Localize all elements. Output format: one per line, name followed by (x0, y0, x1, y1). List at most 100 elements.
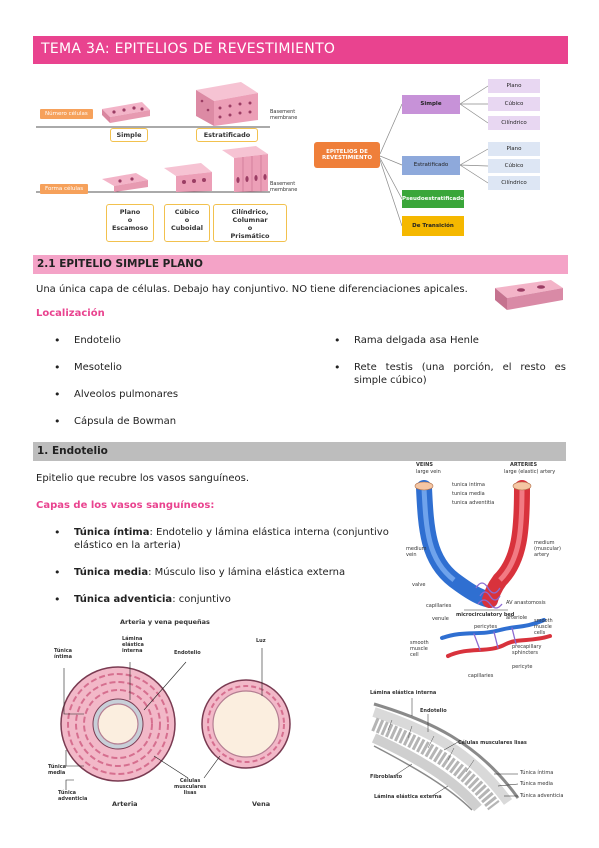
precapillary-line: precapillary (512, 644, 542, 650)
cilindrico-line: Cilíndrico, Columnar (231, 208, 269, 224)
mindmap-simple-child: Plano (488, 79, 540, 93)
cilindrico-label: Cilíndrico, Columnar o Prismático (213, 204, 287, 242)
smooth-muscle-cells-line: muscle (534, 624, 552, 630)
tunica-adventicia-label: Túnica adventicia (58, 790, 87, 802)
mindmap-pseudo: Pseudoestratificado (402, 190, 464, 208)
smooth-muscle-cell-line: muscle (410, 646, 428, 652)
mindmap-estratificado: Estratificado (402, 156, 460, 175)
rete-line: Rete testis (una porción, el resto es (354, 362, 566, 373)
list-item: Túnica adventicia: conjuntivo (36, 593, 416, 606)
cilindrico-line: Prismático (230, 232, 270, 240)
smooth-muscle-cell-line: smooth (410, 640, 429, 646)
capillaries-label: capillaries (426, 603, 452, 609)
arteriole-label: arteriole (506, 615, 528, 621)
capa-term: Túnica adventicia (74, 594, 173, 605)
lamina-externa-label: Lámina elástica externa (374, 794, 442, 800)
mindmap-estrat-child: Plano (488, 142, 540, 156)
medium-artery-line: medium (534, 540, 555, 546)
basement-membrane-label-2: Basement membrane (270, 181, 298, 193)
mindmap-simple-child: Cúbico (488, 97, 540, 111)
list-item: Cápsula de Bowman (36, 415, 296, 428)
localizacion-right-list: Rama delgada asa Henle Rete testis (una … (316, 334, 566, 387)
plano-label: Plano o Escamoso (106, 204, 154, 242)
endotelio-heading-bar: 1. Endotelio (33, 442, 566, 461)
smooth-muscle-cell-label: smooth muscle cell (410, 640, 429, 658)
mindmap: EPITELIOS DE REVESTIMIENTO Simple Estrat… (314, 76, 544, 240)
celulas-line: Células (179, 778, 201, 784)
vessel-wall-svg (371, 698, 520, 812)
list-item: Rete testis (una porción, el resto es si… (316, 361, 566, 387)
lamina-line: interna (122, 648, 143, 654)
list-item: Túnica media: Músculo liso y lámina elás… (36, 566, 416, 579)
microcirculatory-bed-label: microcirculatory bed (456, 612, 515, 618)
mindmap-connectors (379, 85, 489, 227)
arteries-label: ARTERIES (510, 462, 538, 468)
lamina-line: elástica (122, 642, 144, 648)
t-media-label: Túnica media (520, 781, 553, 787)
celulas-line: musculares (174, 784, 207, 790)
capas-heading: Capas de los vasos sanguíneos: (36, 500, 215, 511)
epithelia-types-svg (36, 82, 270, 193)
tunica-media-label: tunica media (452, 491, 485, 497)
wall-endotelio-label: Endotelio (420, 708, 447, 714)
localizacion-left-list: Endotelio Mesotelio Alveolos pulmonares … (36, 334, 296, 428)
medium-artery-line: (muscular) (534, 546, 561, 552)
arteria-label: Arteria (112, 800, 138, 808)
endotelio-label: Endotelio (174, 650, 201, 656)
arteries-sub-label: large (elastic) artery (504, 469, 556, 475)
section-heading-bar: 2.1 EPITELIO SIMPLE PLANO (33, 255, 568, 274)
mindmap-root: EPITELIOS DE REVESTIMIENTO (314, 142, 380, 168)
simple-squamous-image (495, 280, 563, 310)
t-intima-label: Túnica íntima (520, 770, 554, 776)
rete-line: simple cúbico) (354, 375, 427, 386)
stratified-layer-image (196, 82, 258, 126)
capas-list: Túnica íntima: Endotelio y lámina elásti… (36, 526, 416, 606)
smooth-muscle-cell-line: cell (410, 652, 419, 658)
pericyte-label: pericyte (512, 664, 533, 670)
plano-line: Escamoso (111, 224, 149, 232)
basement-membrane-label-1: Basement membrane (270, 109, 298, 121)
smooth-muscle-cells-line: smooth (534, 618, 553, 624)
page-title: TEMA 3A: EPITELIOS DE REVESTIMIENTO (41, 41, 336, 57)
plano-line: o (127, 216, 133, 224)
section-intro: Una única capa de células. Debajo hay co… (36, 284, 468, 295)
section-heading: 2.1 EPITELIO SIMPLE PLANO (37, 258, 203, 270)
mindmap-estrat-child: Cilíndrico (488, 176, 540, 190)
wall-celulas-label: Células musculares lisas (458, 740, 527, 746)
capa-term: Túnica íntima (74, 527, 150, 538)
artery-vein-title: Arteria y vena pequeñas (120, 618, 210, 626)
medium-artery-line: artery (534, 552, 550, 558)
estratificado-label: Estratificado (196, 128, 258, 142)
tunica-media-line: Túnica (48, 764, 67, 770)
vena-label: Vena (252, 800, 271, 808)
pericytes-label: pericytes (474, 624, 498, 630)
list-item: Endotelio (36, 334, 296, 347)
vessels-figure: VEINS large vein ARTERIES large (elastic… (404, 460, 566, 685)
veins-label: VEINS (416, 462, 433, 468)
list-item: Mesotelio (36, 361, 296, 374)
celulas-label: Células musculares lisas (174, 778, 206, 796)
precapillary-label: precapillary sphincters (512, 644, 541, 656)
capa-desc: : Músculo liso y lámina elástica externa (148, 567, 346, 578)
capa-desc: : Endotelio y lámina elástica interna (c… (149, 527, 389, 538)
plano-line: Plano (119, 208, 141, 216)
localizacion-heading: Localización (36, 308, 105, 319)
tunica-adventicia-line: adventicia (58, 796, 88, 802)
medium-vein-label: medium vein (406, 546, 427, 558)
tunica-media-label: Túnica media (48, 764, 66, 776)
artery-vein-figure: Arteria y vena pequeñas Túnica íntima Lá… (44, 616, 306, 812)
vessel-wall-figure: Lámina elástica interna Endotelio Célula… (368, 690, 566, 812)
mindmap-transicion: De Transición (402, 216, 464, 236)
precapillary-line: sphincters (512, 650, 538, 656)
cubico-line: Cuboidal (170, 224, 203, 232)
list-item: Túnica íntima: Endotelio y lámina elásti… (36, 526, 416, 552)
valve-label: valve (412, 582, 426, 588)
artery-vein-svg (60, 648, 291, 790)
venule-label: venule (432, 616, 449, 622)
cubico-line: o (184, 216, 190, 224)
smooth-muscle-cells-label: smooth muscle cells (534, 618, 553, 636)
tunica-intima-line: Túnica (54, 648, 73, 654)
vessels-svg (414, 480, 552, 658)
capa-desc-2: elástico en la arteria) (74, 540, 181, 551)
cilindrico-line: o (247, 224, 253, 232)
